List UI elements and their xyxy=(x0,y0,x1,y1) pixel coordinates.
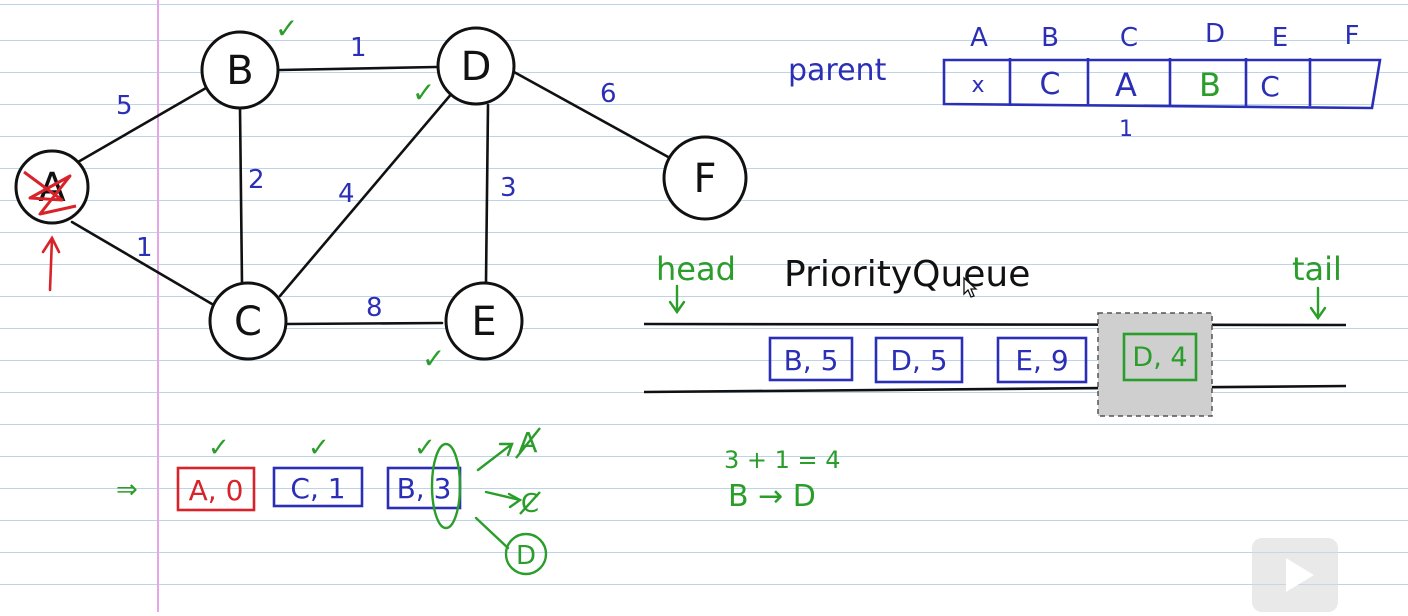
edge-weight-d-f: 6 xyxy=(600,79,617,109)
edge-d-f xyxy=(512,70,672,160)
queue-item-1-label: B, 5 xyxy=(784,344,839,377)
check-mark-d: ✓ xyxy=(412,76,435,109)
edge-a-c xyxy=(70,220,214,306)
edge-weight-a-b: 5 xyxy=(116,91,133,121)
node-d-label: D xyxy=(461,44,492,90)
edge-weight-a-c: 1 xyxy=(136,233,153,263)
queue-item-4-label: D, 4 xyxy=(1132,342,1187,373)
parent-header-d: D xyxy=(1205,19,1225,49)
edge-weight-b-d: 1 xyxy=(350,33,367,63)
node-b: B xyxy=(200,30,280,110)
queue-item-3: E, 9 xyxy=(996,336,1088,384)
priority-queue: PriorityQueue head tail B, 5 D, 5 E, 9 xyxy=(643,250,1347,417)
edge-weight-c-d: 4 xyxy=(338,179,355,209)
red-up-arrow xyxy=(41,235,61,292)
parent-header-e: E xyxy=(1272,23,1288,53)
head-arrow xyxy=(668,284,686,315)
visited-item-3-label: B, 3 xyxy=(397,472,452,505)
head-label: head xyxy=(656,250,736,288)
calculation-line-2: B → D xyxy=(728,479,816,514)
check-mark-b: ✓ xyxy=(275,12,298,45)
visited-item-1: A, 0 xyxy=(176,466,256,512)
edge-weight-c-e: 8 xyxy=(366,293,383,323)
node-c-label: C xyxy=(234,299,262,345)
calculation: 3 + 1 = 4 B → D xyxy=(724,446,841,514)
parent-cell-d: B xyxy=(1199,66,1221,104)
play-icon xyxy=(1286,558,1314,592)
edge-a-b xyxy=(76,86,208,164)
parent-table: parent A B C D E F x C A B C 1 xyxy=(788,19,1382,142)
node-f-label: F xyxy=(693,156,716,202)
neighbor-d: D xyxy=(504,532,548,576)
node-c: C xyxy=(208,281,288,361)
tail-arrow xyxy=(1309,286,1327,321)
calculation-line-1: 3 + 1 = 4 xyxy=(724,446,841,474)
parent-cell-b: C xyxy=(1040,67,1061,102)
neighbor-arrows xyxy=(474,442,523,550)
queue-item-3-label: E, 9 xyxy=(1015,344,1068,377)
neighbor-a: A xyxy=(515,426,541,459)
neighbor-d-label: D xyxy=(516,541,536,571)
parent-table-grid xyxy=(942,58,1382,110)
parent-cell-a: x xyxy=(971,73,984,98)
edge-weight-d-e: 3 xyxy=(500,173,517,203)
visited-check-3: ✓ xyxy=(414,433,436,463)
edge-b-d xyxy=(278,65,438,72)
visited-check-1: ✓ xyxy=(208,433,230,463)
node-a-scribble xyxy=(23,170,77,216)
queue-bottom-line xyxy=(643,384,1347,394)
edge-d-e xyxy=(484,103,490,284)
parent-cell-e: C xyxy=(1260,70,1280,103)
visited-item-1-label: A, 0 xyxy=(189,474,244,507)
parent-header-f: F xyxy=(1345,21,1360,51)
parent-cell-c: A xyxy=(1115,66,1137,104)
visited-list-arrow: ⇒ xyxy=(116,475,138,505)
visited-item-3: B, 3 xyxy=(386,466,462,510)
node-e-label: E xyxy=(471,299,496,345)
play-button[interactable] xyxy=(1252,538,1338,612)
graph-edges xyxy=(70,65,672,326)
queue-top-line xyxy=(643,322,1347,327)
parent-label: parent xyxy=(788,53,887,88)
edge-c-e xyxy=(284,321,444,326)
node-f: F xyxy=(662,135,748,221)
visited-check-2: ✓ xyxy=(308,433,330,463)
parent-header-a: A xyxy=(970,23,988,53)
queue-item-4: D, 4 xyxy=(1122,332,1198,382)
selection-highlight[interactable] xyxy=(1097,312,1213,417)
neighbor-c: C xyxy=(519,489,541,519)
parent-header-c: C xyxy=(1120,23,1138,53)
check-mark-e: ✓ xyxy=(422,342,445,375)
node-b-label: B xyxy=(226,48,253,94)
tail-label: tail xyxy=(1292,250,1342,288)
visited-list: ⇒ A, 0 C, 1 B, 3 ✓ ✓ ✓ A C xyxy=(116,426,548,576)
edge-b-c xyxy=(238,106,244,286)
queue-item-2: D, 5 xyxy=(874,336,964,384)
priority-queue-title: PriorityQueue xyxy=(784,254,1030,295)
edge-weight-b-c: 2 xyxy=(248,165,265,195)
queue-item-1: B, 5 xyxy=(768,336,854,382)
node-a: A xyxy=(14,149,90,225)
graph: 5 1 2 1 4 8 3 6 A B C xyxy=(14,12,748,375)
edge-weights: 5 1 2 1 4 8 3 6 xyxy=(116,33,617,323)
visited-item-2: C, 1 xyxy=(272,466,364,508)
edge-c-d xyxy=(278,90,455,298)
mouse-cursor-icon xyxy=(963,276,978,298)
parent-below-mark: 1 xyxy=(1119,117,1133,142)
weight-circle xyxy=(430,442,462,530)
node-e: E xyxy=(444,281,524,361)
queue-item-2-label: D, 5 xyxy=(890,344,947,377)
graph-nodes: A B C D E F xyxy=(14,26,748,361)
parent-header-b: B xyxy=(1041,23,1059,53)
node-d: D xyxy=(436,26,516,106)
visited-item-2-label: C, 1 xyxy=(290,472,345,505)
